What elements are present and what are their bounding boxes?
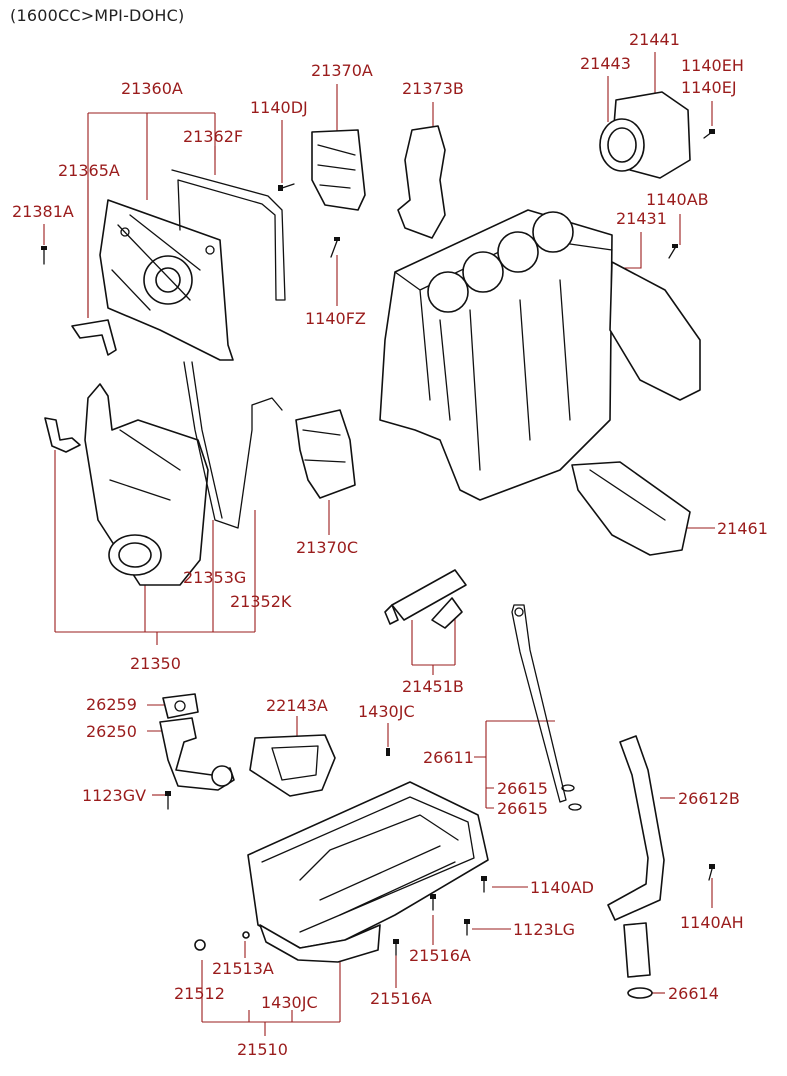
part-label-1140FZ[interactable]: 1140FZ	[305, 309, 366, 328]
timing-gasket-lower	[183, 361, 283, 529]
part-label-21352K[interactable]: 21352K	[230, 592, 292, 611]
part-label-26614[interactable]: 26614	[668, 984, 719, 1003]
part-label-21451B[interactable]: 21451B	[402, 677, 464, 696]
oil-level-guide	[607, 735, 665, 999]
cylinder-block	[379, 209, 613, 501]
baffle-plate	[249, 734, 336, 797]
part-label-1140EH[interactable]: 1140EH	[681, 56, 744, 75]
leader-lines	[43, 52, 715, 1036]
part-label-1123GV[interactable]: 1123GV	[82, 786, 147, 805]
part-label-21461[interactable]: 21461	[717, 519, 768, 538]
oil-screen	[159, 717, 235, 791]
part-label-21431[interactable]: 21431	[616, 209, 667, 228]
part-label-21512[interactable]: 21512	[174, 984, 225, 1003]
sealant-tube	[384, 569, 467, 629]
part-label-1123LG[interactable]: 1123LG	[513, 920, 576, 939]
bracket-21373B	[397, 125, 446, 239]
bracket-21370C	[295, 409, 356, 499]
part-label-21510[interactable]: 21510	[237, 1040, 288, 1059]
rear-plate	[609, 261, 701, 401]
part-label-21370C[interactable]: 21370C	[296, 538, 359, 557]
timing-cover-lower	[84, 383, 209, 586]
part-label-1140AD[interactable]: 1140AD	[530, 878, 594, 897]
part-label-1140AB[interactable]: 1140AB	[646, 190, 709, 209]
part-label-1140EJ[interactable]: 1140EJ	[681, 78, 737, 97]
part-label-21353G[interactable]: 21353G	[183, 568, 247, 587]
part-label-21443[interactable]: 21443	[580, 54, 631, 73]
part-label-21350[interactable]: 21350	[130, 654, 181, 673]
part-label-26259[interactable]: 26259	[86, 695, 137, 714]
part-label-21360A[interactable]: 21360A	[121, 79, 183, 98]
part-label-21381A[interactable]: 21381A	[12, 202, 74, 221]
part-label-21516A-b[interactable]: 21516A	[370, 989, 432, 1008]
part-label-26250[interactable]: 26250	[86, 722, 137, 741]
timing-cover-upper	[99, 199, 234, 361]
ladder-frame-21461	[571, 461, 691, 556]
part-label-26612B[interactable]: 26612B	[678, 789, 740, 808]
timing-belt-cover-back	[311, 129, 366, 211]
part-label-1430JC-bottom[interactable]: 1430JC	[261, 993, 318, 1012]
timing-seal-lower	[44, 417, 81, 453]
part-label-1140AH[interactable]: 1140AH	[680, 913, 744, 932]
part-label-1430JC-top[interactable]: 1430JC	[358, 702, 415, 721]
part-label-21365A[interactable]: 21365A	[58, 161, 120, 180]
bolt-fasteners	[41, 129, 715, 956]
oil-screen-gasket	[162, 693, 199, 719]
part-label-22143A[interactable]: 22143A	[266, 696, 328, 715]
part-label-26615-b[interactable]: 26615	[497, 799, 548, 818]
oil-dipstick	[511, 604, 567, 803]
part-label-26615-a[interactable]: 26615	[497, 779, 548, 798]
part-label-21441[interactable]: 21441	[629, 30, 680, 49]
part-label-21373B[interactable]: 21373B	[402, 79, 464, 98]
part-label-21513A[interactable]: 21513A	[212, 959, 274, 978]
part-label-21362F[interactable]: 21362F	[183, 127, 244, 146]
part-label-21516A-a[interactable]: 21516A	[409, 946, 471, 965]
timing-gasket-upper	[171, 169, 286, 301]
part-label-1140DJ[interactable]: 1140DJ	[250, 98, 308, 117]
timing-seal	[71, 319, 117, 356]
oil-pan	[247, 781, 489, 963]
engine-spec-header: (1600CC>MPI-DOHC)	[10, 6, 185, 25]
rear-oil-seal-case	[599, 91, 691, 179]
part-label-21370A[interactable]: 21370A	[311, 61, 373, 80]
part-label-26611[interactable]: 26611	[423, 748, 474, 767]
